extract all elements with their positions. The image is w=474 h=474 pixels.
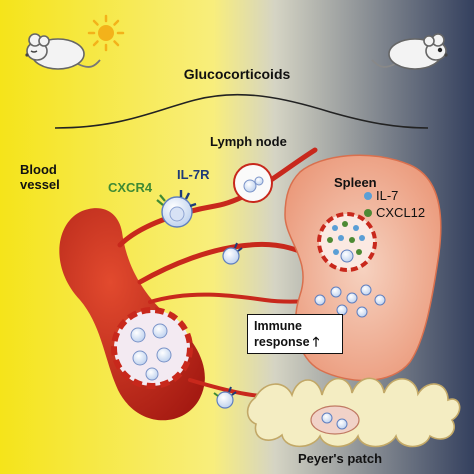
label-cxcr4: CXCR4 (108, 180, 153, 195)
label-lymph-node: Lymph node (210, 134, 287, 149)
arrow-up-icon: 🡑 (312, 334, 320, 349)
legend-il7-label: IL-7 (376, 188, 399, 203)
vessel-cross-section (111, 307, 193, 389)
label-blood-vessel: Blood vessel (20, 162, 60, 193)
lymph-node (233, 163, 273, 203)
il7-legend-dot (364, 192, 372, 200)
label-peyers-patch: Peyer's patch (298, 451, 383, 466)
day-mouse-icon (25, 33, 101, 70)
night-mouse-icon (371, 33, 448, 70)
lymphocyte-with-receptors (156, 190, 197, 228)
immune-response-line1: Immune (254, 319, 302, 333)
label-spleen: Spleen (334, 175, 377, 190)
immune-response-text: response (254, 335, 310, 349)
label-il7r: IL-7R (177, 167, 210, 182)
circulating-lymphocytes (213, 242, 243, 409)
label-blood-vessel-line1: Blood (20, 162, 57, 177)
label-blood-vessel-line2: vessel (20, 176, 60, 192)
legend-cxcl12-label: CXCL12 (376, 205, 426, 220)
sun-icon (87, 14, 125, 52)
cytokine-dots (314, 221, 386, 318)
immune-response-line2: response🡑 (254, 334, 336, 350)
rhythm-curve (54, 93, 429, 129)
title-glucocorticoids: Glucocorticoids (183, 66, 291, 82)
immune-response-box: Immune response🡑 (247, 314, 343, 354)
cxcl12-legend-dot (364, 209, 372, 217)
intestine (246, 377, 461, 448)
